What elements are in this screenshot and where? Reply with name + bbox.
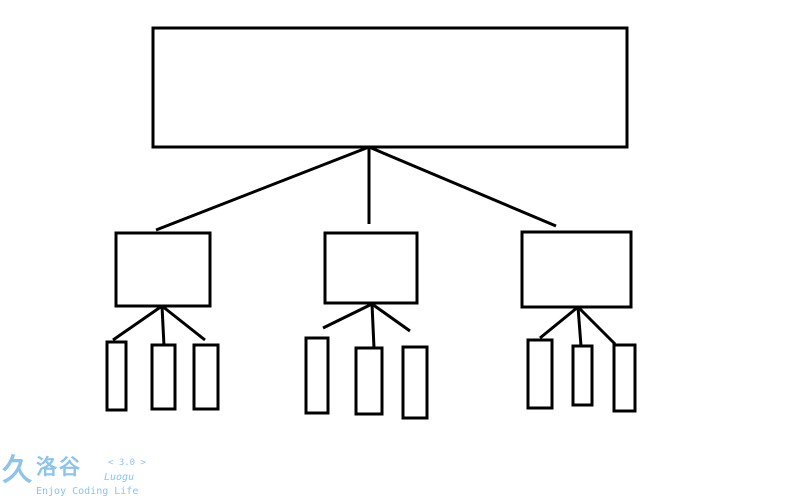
edge-mid-3-leaf-1	[539, 305, 579, 340]
leaf-box-1-3	[192, 343, 220, 411]
leaf-box-3-1	[526, 338, 554, 410]
edge-mid-2-leaf-3	[371, 302, 411, 333]
leaf-box-3-3	[612, 343, 637, 413]
mid-box-1	[114, 231, 212, 308]
edge-mid-1-leaf-2	[160, 305, 166, 347]
edge-mid-2-leaf-1	[322, 302, 373, 330]
leaf-box-2-2	[354, 346, 384, 416]
leaf-box-1-1	[105, 340, 128, 412]
edge-root-mid-3	[368, 145, 557, 228]
leaf-box-3-2	[571, 344, 594, 407]
edge-mid-1-leaf-3	[161, 304, 206, 342]
mid-box-2	[323, 231, 419, 305]
watermark-version: < 3.0 >	[108, 458, 146, 468]
edge-root-mid-1	[155, 145, 370, 232]
luogu-logo-icon: 久	[2, 453, 32, 488]
leaf-box-2-1	[304, 336, 330, 415]
watermark-tagline: Enjoy Coding Life	[36, 486, 139, 497]
luogu-watermark: 久 洛谷 < 3.0 > Luogu Enjoy Coding Life	[0, 452, 160, 498]
mid-box-3	[520, 230, 633, 309]
leaf-box-2-3	[401, 345, 429, 420]
edge-mid-3-leaf-3	[576, 305, 617, 346]
root-box	[151, 26, 629, 149]
edge-mid-1-leaf-1	[112, 304, 163, 342]
leaf-box-1-2	[150, 343, 177, 411]
watermark-name: 洛谷	[36, 455, 82, 479]
edge-mid-2-leaf-2	[370, 303, 376, 349]
edge-mid-3-leaf-2	[576, 306, 583, 347]
watermark-latin-name: Luogu	[104, 472, 135, 483]
